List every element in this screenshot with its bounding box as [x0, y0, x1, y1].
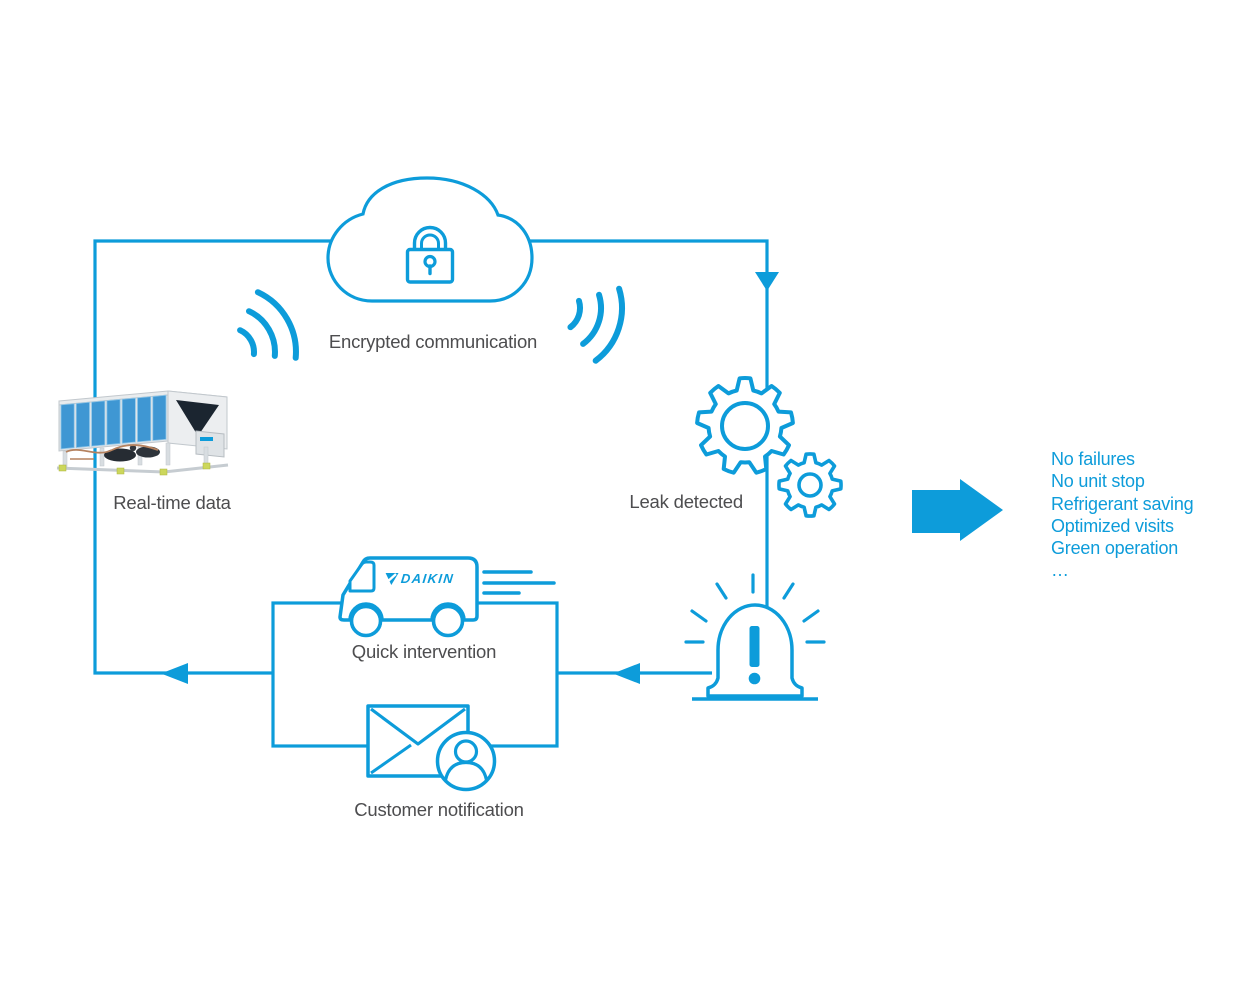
- chiller-panel: [121, 397, 136, 444]
- wifi-right-icon: [567, 285, 625, 364]
- cloud-icon: [326, 176, 534, 303]
- fan-intake: [176, 400, 219, 436]
- leak-detected-label: Leak detected: [629, 491, 743, 512]
- windshield: [348, 560, 376, 593]
- daikin-logo-text: DAIKIN: [400, 571, 455, 586]
- van-wheel: [349, 604, 383, 638]
- exclamation-bar: [749, 626, 760, 667]
- chiller-panel: [106, 399, 121, 446]
- alarm-icon: [684, 573, 826, 701]
- benefit-item: Green operation: [1051, 538, 1179, 559]
- chiller-panel: [91, 400, 106, 447]
- chiller-panel: [60, 403, 75, 450]
- chiller-panel: [152, 394, 167, 441]
- person-icon: [435, 730, 497, 792]
- daikin-mark-icon: [385, 572, 399, 585]
- flow-arrowheads: [161, 272, 779, 684]
- padlock-icon: [405, 225, 455, 284]
- benefit-item: …: [1051, 560, 1069, 581]
- chiller-panel: [137, 396, 152, 443]
- exclamation-dot: [748, 672, 761, 685]
- chiller-panel: [75, 401, 90, 448]
- benefits-list: No failures No unit stop Refrigerant sav…: [1051, 448, 1194, 582]
- van-icon: [338, 556, 556, 638]
- daikin-logo: DAIKIN: [384, 571, 455, 586]
- chiller-image: [56, 390, 229, 476]
- alarm-rays: [684, 573, 826, 644]
- benefit-item: Optimized visits: [1051, 515, 1174, 536]
- arrow-left-icon: [161, 663, 188, 684]
- speed-lines: [482, 570, 556, 595]
- gears-icon: [695, 375, 843, 518]
- envelope-icon: [366, 704, 497, 792]
- customer-notification-label: Customer notification: [354, 799, 524, 820]
- benefit-item: No unit stop: [1051, 471, 1145, 492]
- encrypted-communication-label: Encrypted communication: [328, 331, 538, 352]
- arrow-down-icon: [755, 272, 779, 291]
- flow-loop-line: [93, 239, 769, 675]
- control-box: [195, 430, 225, 458]
- realtime-data-label: Real-time data: [113, 492, 231, 513]
- benefit-item: No failures: [1051, 449, 1135, 469]
- benefit-arrow-icon: [912, 479, 1003, 541]
- benefit-item: Refrigerant saving: [1051, 493, 1194, 514]
- van-wheel: [431, 604, 465, 638]
- quick-intervention-label: Quick intervention: [351, 641, 497, 662]
- chiller-feet: [58, 462, 211, 476]
- arrow-left-icon: [613, 663, 640, 684]
- wifi-left-icon: [237, 289, 299, 361]
